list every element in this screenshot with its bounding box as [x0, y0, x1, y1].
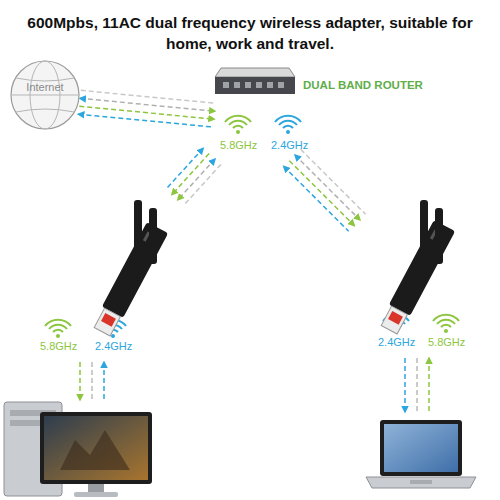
- wireless-link: [284, 149, 366, 231]
- dashed-link: [184, 164, 221, 205]
- frequency-label: 2.4GHz: [95, 340, 132, 352]
- dashed-link: [166, 148, 203, 189]
- router: DUAL BAND ROUTER5.8GHz2.4GHz: [215, 60, 295, 170]
- device-label: DUAL BAND ROUTER: [303, 79, 423, 91]
- frequency-label: 5.8GHz: [220, 139, 257, 151]
- laptop: [366, 420, 476, 488]
- internet-globe-shape: [10, 60, 80, 130]
- frequency-label: 2.4GHz: [271, 139, 308, 151]
- dashed-link: [289, 161, 354, 226]
- wifi-icon: [225, 116, 251, 134]
- frequency-label: 5.8GHz: [428, 336, 465, 348]
- dashed-link: [301, 149, 366, 214]
- wireless-link: [78, 90, 215, 127]
- dashed-link: [178, 159, 215, 200]
- usb-adapter: 5.8GHz 2.4GHz: [30, 200, 180, 360]
- dashed-link: [81, 90, 216, 103]
- data-link: [80, 358, 429, 412]
- usb-adapter-shape: [30, 200, 180, 360]
- wireless-link: [166, 148, 221, 205]
- desktop-computer: [4, 402, 152, 497]
- dashed-link: [79, 106, 214, 119]
- frequency-label: 5.8GHz: [40, 340, 77, 352]
- frequency-label: 2.4GHz: [378, 336, 415, 348]
- dashed-link: [284, 166, 349, 231]
- dashed-link: [78, 114, 213, 127]
- dashed-link: [172, 154, 209, 195]
- wifi-icon: [433, 315, 459, 333]
- wifi-icon: [275, 116, 301, 134]
- internet-globe: Internet: [10, 60, 80, 130]
- usb-adapter: 2.4GHz 5.8GHz: [360, 200, 480, 360]
- title: 600Mpbs, 11AC dual frequency wireless ad…: [20, 12, 480, 54]
- cloud-label: Internet: [10, 81, 80, 93]
- router-shape: [215, 60, 295, 170]
- dashed-link: [80, 98, 215, 111]
- wifi-icon: [45, 320, 71, 338]
- dashed-link: [295, 155, 360, 220]
